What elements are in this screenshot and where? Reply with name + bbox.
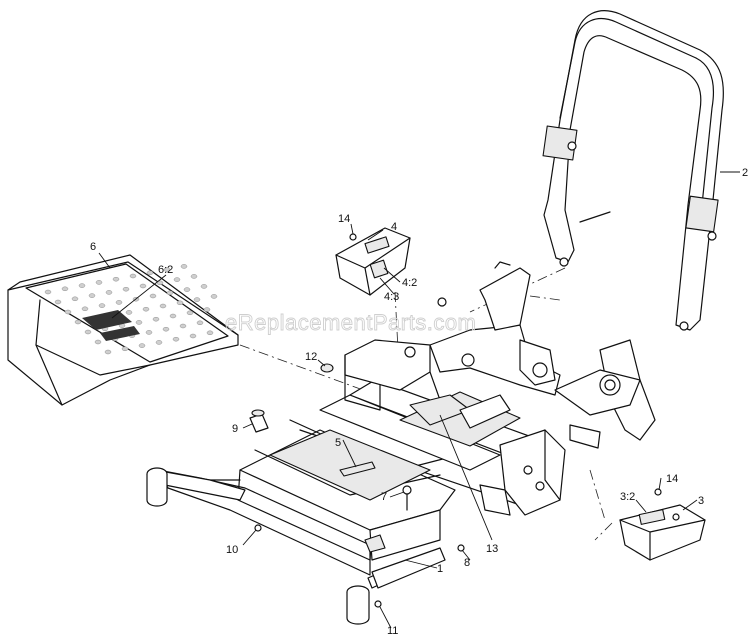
callout-3: 3 <box>698 495 704 507</box>
floor-pan-hole <box>173 277 181 282</box>
floor-pan-hole <box>156 280 164 285</box>
callout-1: 1 <box>437 563 443 575</box>
bolt <box>402 485 412 495</box>
floor-pan-hole <box>105 290 113 295</box>
callout-3-2: 3:2 <box>620 491 635 503</box>
watermark: eReplacementParts.com <box>225 310 476 335</box>
callout-14-rear: 14 <box>666 473 678 485</box>
rubber-bumper <box>249 413 269 433</box>
floor-pan-hole <box>125 310 133 315</box>
floor-pan-hole <box>88 293 96 298</box>
floor-pan-hole <box>94 339 102 345</box>
floor-pan-hole <box>64 309 72 315</box>
floor-pan-hole <box>115 300 123 305</box>
floor-pan-hole <box>129 273 137 279</box>
rops-bar <box>542 10 724 331</box>
floor-pan-hole <box>189 333 197 339</box>
floor-pan-hole <box>152 317 160 322</box>
floor-pan-hole <box>159 303 167 309</box>
callout-7: 7 <box>381 491 387 503</box>
callout-4: 4 <box>391 221 397 233</box>
floor-pan-hole <box>95 280 103 285</box>
floor-pan-hole <box>104 349 112 355</box>
floor-pan-hole <box>145 330 153 335</box>
floor-pan-hole <box>162 327 170 332</box>
callout-11: 11 <box>387 625 398 637</box>
callout-14-top: 14 <box>338 213 350 225</box>
floor-pan-hole <box>98 303 106 308</box>
callout-12: 12 <box>305 351 317 363</box>
callout-13: 13 <box>486 543 498 555</box>
floor-pan-hole <box>44 289 52 295</box>
floor-pan-hole <box>146 270 154 275</box>
floor-pan-hole <box>186 310 194 315</box>
callout-2: 2 <box>742 167 748 179</box>
callout-4-2: 4:2 <box>402 277 417 289</box>
callout-5: 5 <box>335 437 341 449</box>
floor-pan-hole <box>71 296 79 301</box>
hardware <box>249 233 662 608</box>
floor-pan-hole <box>206 330 214 335</box>
floor-pan-hole <box>200 284 208 289</box>
floor-pan-hole <box>179 323 187 329</box>
floor-pan-decal <box>82 310 132 330</box>
floor-pan-hole <box>176 300 184 305</box>
floor-pan-hole <box>74 319 82 325</box>
floor-pan-hole <box>172 337 180 342</box>
floor-pan-hole <box>169 313 177 319</box>
floor-pan-hole <box>203 307 211 312</box>
callout-4-3: 4:3 <box>384 291 399 303</box>
floor-pan-hole <box>163 267 171 272</box>
floor-pan-hole <box>81 306 89 311</box>
rear-cover <box>619 504 706 561</box>
floor-pan-hole <box>54 299 62 305</box>
floor-pan-hole <box>135 320 143 325</box>
floor-pan-hole <box>166 290 174 295</box>
floor-pan-hole <box>122 287 130 292</box>
callouts: 1 2 3 3:2 4 4:2 4:3 5 6 6:2 7 8 9 10 11 … <box>90 167 748 637</box>
floor-pan-hole <box>183 287 191 292</box>
floor-pan-hole <box>84 329 92 335</box>
floor-pan-hole <box>112 277 120 282</box>
callout-8: 8 <box>464 557 470 569</box>
floor-pan-hole <box>196 320 204 325</box>
pad-strip <box>339 461 376 477</box>
floor-pan-hole <box>142 307 150 312</box>
callout-6-2: 6:2 <box>158 264 173 276</box>
callout-9: 9 <box>232 423 238 435</box>
floor-pan-hole <box>61 286 69 291</box>
callout-6: 6 <box>90 241 96 253</box>
floor-pan-hole <box>121 346 129 351</box>
floor-pan-hole <box>155 340 163 345</box>
floor-pan-holes <box>44 264 218 355</box>
floor-pan-hole <box>210 294 218 299</box>
cover-top <box>335 227 411 296</box>
floor-pan-decal-2 <box>100 326 140 341</box>
callout-10: 10 <box>226 544 238 556</box>
floor-pan <box>7 254 239 406</box>
floor-pan-hole <box>190 274 198 279</box>
floor-pan-hole <box>139 283 147 289</box>
screw-rear <box>654 488 662 496</box>
leader-lines <box>98 171 740 629</box>
screw-top <box>349 233 357 241</box>
floor-pan-hole <box>193 297 201 302</box>
floor-pan-hole <box>138 343 146 348</box>
floor-pan-hole <box>149 293 157 299</box>
plug-cap <box>320 363 334 373</box>
floor-pan-hole <box>180 264 188 269</box>
floor-pan-hole <box>78 283 86 288</box>
